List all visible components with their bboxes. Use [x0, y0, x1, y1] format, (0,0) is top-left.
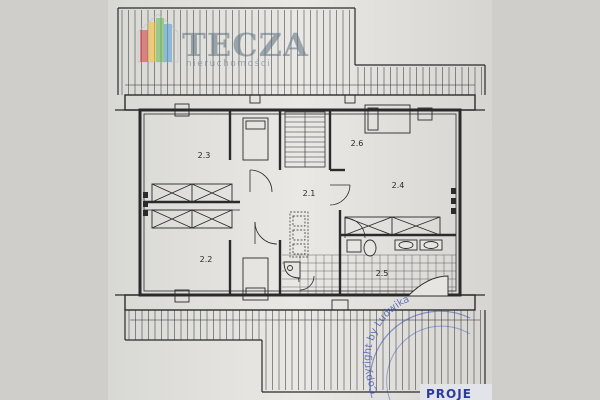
agency-logo-watermark: TECZA nieruchomości	[137, 13, 309, 69]
rainbow-house-icon	[137, 13, 179, 63]
room-label-2-4: 2.4	[392, 181, 405, 190]
staircase	[284, 111, 326, 168]
room-label-2-1: 2.1	[303, 189, 316, 198]
logo-subtitle: nieruchomości	[186, 58, 271, 69]
room-label-2-3: 2.3	[198, 151, 211, 160]
logo-name: TECZA	[182, 26, 309, 64]
roof-top-hatching	[117, 7, 486, 95]
small-furniture	[174, 94, 433, 311]
room-label-2-5: 2.5	[376, 269, 389, 278]
project-footer-box	[420, 384, 492, 400]
wardrobes	[151, 183, 441, 236]
bathroom-fixtures	[283, 239, 449, 297]
paper-sheet	[108, 0, 492, 400]
room-label-2-2: 2.2	[200, 255, 213, 264]
hall-furniture	[289, 211, 309, 258]
roof-bottom-hatching	[124, 310, 486, 393]
side-columns	[143, 188, 456, 216]
room-label-2-6: 2.6	[351, 139, 364, 148]
project-footer-label: PROJE	[426, 387, 472, 400]
beds	[242, 104, 411, 301]
